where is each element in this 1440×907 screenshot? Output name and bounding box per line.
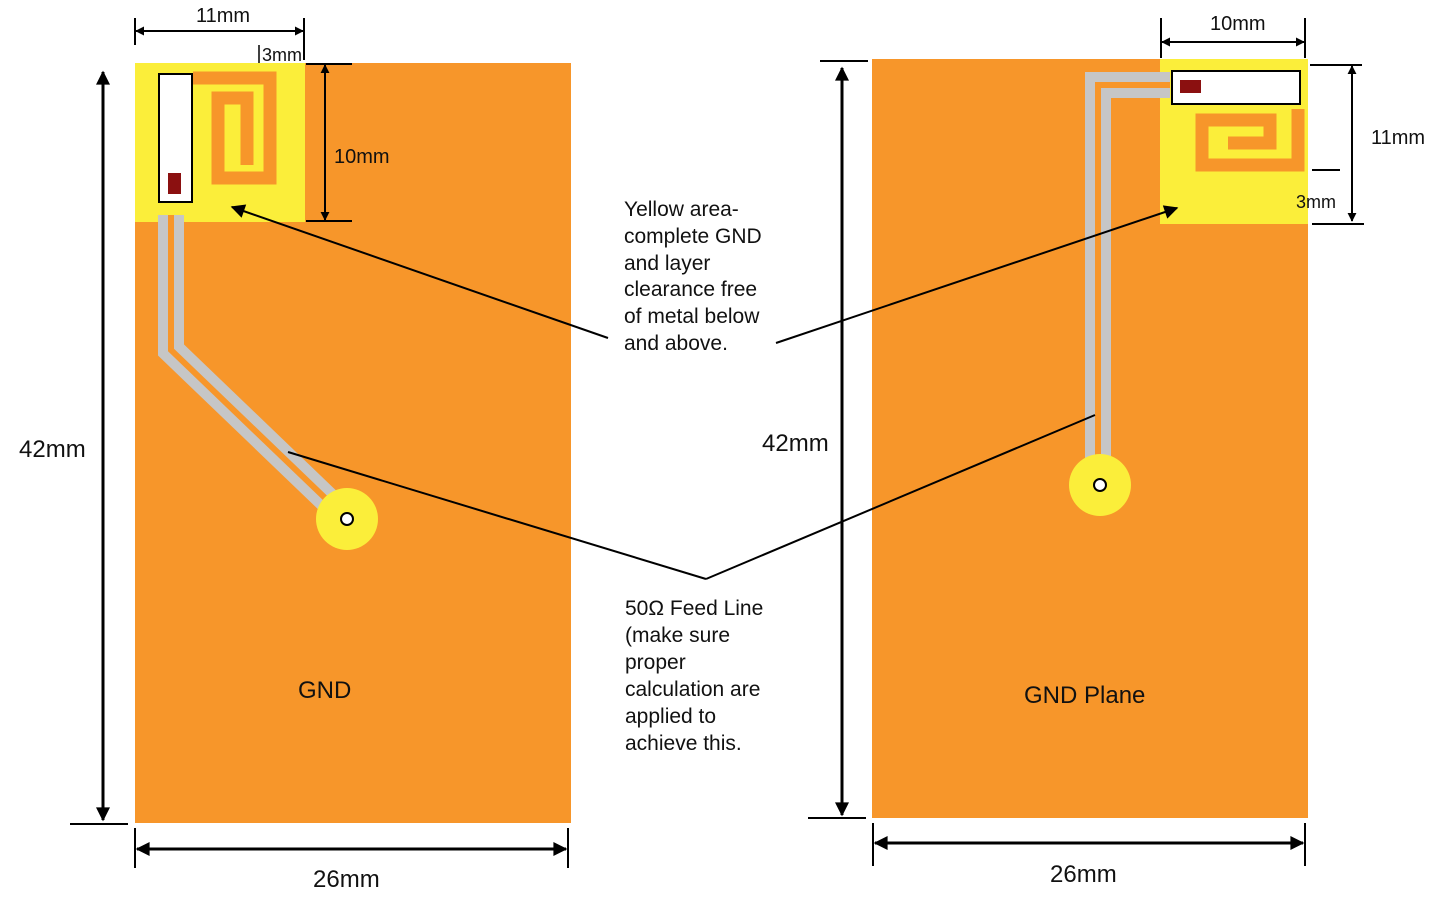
callout-feed-left bbox=[287, 451, 707, 580]
right-via-hole bbox=[1093, 478, 1107, 492]
callout-yellow-left bbox=[230, 204, 609, 339]
left-feed-line-gap bbox=[168, 215, 350, 522]
callout-feed-right bbox=[705, 414, 1096, 580]
right-feed-line-gap bbox=[1095, 82, 1170, 485]
note-feed-line-text: 50Ω Feed Line bbox=[625, 597, 763, 620]
right-gap-label: 3mm bbox=[1296, 192, 1336, 212]
note-feed-line-text: achieve this. bbox=[625, 732, 742, 755]
note-yellow-line: clearance free bbox=[624, 278, 757, 301]
left-bottom-label: 26mm bbox=[313, 866, 380, 893]
right-width-label: 10mm bbox=[1210, 13, 1266, 35]
left-meander-antenna bbox=[193, 71, 277, 185]
note-feed-line-text: applied to bbox=[625, 705, 716, 728]
left-via-hole bbox=[340, 512, 354, 526]
note-yellow-line: and above. bbox=[624, 332, 728, 355]
note-yellow-area: Yellow area- complete GND and layer clea… bbox=[624, 198, 768, 355]
left-gnd-label: GND bbox=[298, 677, 351, 704]
callout-lines bbox=[230, 204, 1179, 580]
note-feed-line-text: (make sure bbox=[625, 624, 730, 647]
right-gnd-label: GND Plane bbox=[1024, 682, 1145, 709]
left-chip-marker bbox=[168, 173, 181, 194]
note-feed-line: 50Ω Feed Line (make sure proper calculat… bbox=[625, 597, 769, 755]
left-dimensions: 11mm 3mm 10mm 42mm 26mm bbox=[19, 5, 569, 893]
right-height-small-label: 11mm bbox=[1371, 127, 1425, 149]
right-board: GND Plane bbox=[872, 59, 1308, 818]
left-gap-label: 3mm bbox=[262, 45, 302, 65]
note-yellow-line: Yellow area- bbox=[624, 198, 739, 221]
note-yellow-line: complete GND bbox=[624, 225, 762, 248]
note-feed-line-text: proper bbox=[625, 651, 686, 674]
right-meander-antenna bbox=[1195, 109, 1305, 172]
right-chip-marker bbox=[1180, 80, 1201, 93]
left-height-label: 42mm bbox=[19, 436, 86, 463]
note-yellow-line: of metal below bbox=[624, 305, 760, 328]
note-yellow-line: and layer bbox=[624, 252, 710, 275]
left-height-small-label: 10mm bbox=[334, 146, 390, 168]
right-bottom-label: 26mm bbox=[1050, 861, 1117, 888]
callout-yellow-right bbox=[775, 205, 1179, 344]
note-feed-line-text: calculation are bbox=[625, 678, 760, 701]
right-dimensions: 10mm 11mm 3mm 42mm 26mm bbox=[762, 13, 1425, 888]
left-board: GND bbox=[135, 63, 571, 823]
left-width-label: 11mm bbox=[196, 5, 250, 27]
right-height-label: 42mm bbox=[762, 430, 829, 457]
